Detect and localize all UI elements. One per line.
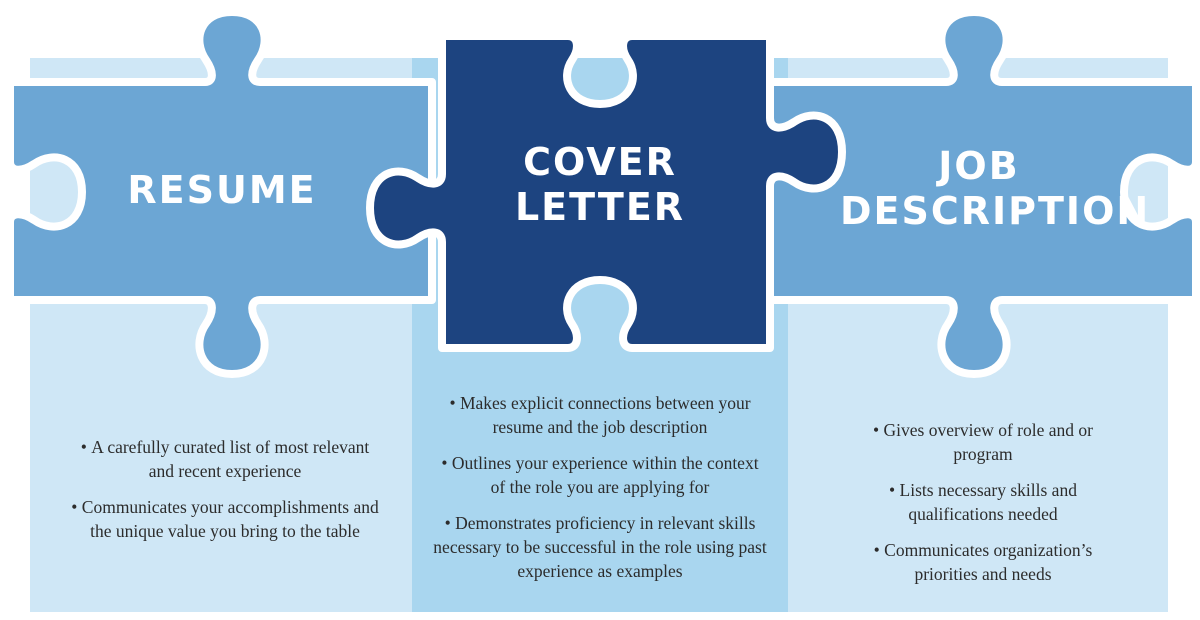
cover-letter-bullet-list: Makes explicit connections between your … <box>432 391 768 595</box>
list-item: A carefully curated list of most relevan… <box>70 435 380 483</box>
cover-letter-puzzle-piece <box>366 32 846 352</box>
resume-title: RESUME <box>127 168 317 212</box>
list-item: Gives overview of role and or program <box>858 418 1108 466</box>
job-description-title-line-1: JOB <box>938 144 1020 188</box>
job-description-bullet-list: Gives overview of role and or program Li… <box>858 418 1108 598</box>
resume-puzzle-piece <box>6 8 436 378</box>
cover-letter-title-line-2: LETTER <box>514 184 686 229</box>
job-description-title: JOB DESCRIPTION <box>840 144 1151 234</box>
list-item: Communicates your accomplishments and th… <box>70 495 380 543</box>
job-description-title-line-2: DESCRIPTION <box>840 188 1151 233</box>
list-item: Communicates organization’s priorities a… <box>858 538 1108 586</box>
list-item: Demonstrates proficiency in relevant ski… <box>432 511 768 583</box>
job-description-puzzle-piece <box>764 8 1200 378</box>
list-item: Makes explicit connections between your … <box>432 391 768 439</box>
cover-letter-title: COVER LETTER <box>480 140 720 230</box>
list-item: Outlines your experience within the cont… <box>432 451 768 499</box>
list-item: Lists necessary skills and qualification… <box>858 478 1108 526</box>
cover-letter-title-line-1: COVER <box>523 140 677 184</box>
resume-bullet-list: A carefully curated list of most relevan… <box>70 435 380 555</box>
